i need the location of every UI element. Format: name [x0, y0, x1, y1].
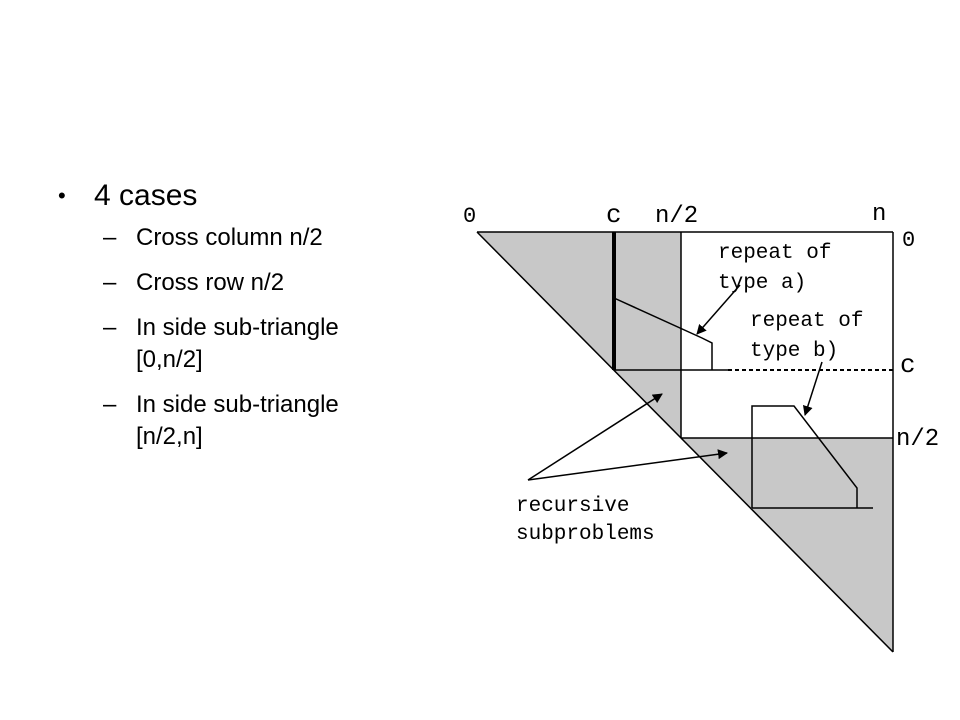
repeat-b-line2: type b)	[750, 340, 838, 363]
label-top-n: n	[872, 201, 886, 228]
arrow-repeat-b	[802, 361, 823, 416]
sub-bullet-1-text: Cross column n/2	[136, 224, 323, 251]
sub-bullet-1: – Cross column n/2	[58, 222, 398, 254]
type-b-path	[751, 405, 858, 508]
dash-icon: –	[103, 391, 117, 418]
arrow-repeat-a	[696, 284, 741, 335]
dash-icon: –	[103, 269, 117, 296]
bullet-main-text: 4 cases	[94, 179, 198, 212]
bullet-list: • 4 cases – Cross column n/2 – Cross row…	[58, 176, 398, 466]
sub-bullet-4: – In side sub-triangle [n/2,n]	[58, 389, 398, 453]
sub-bullet-3-text: In side sub-triangle [0,n/2]	[136, 314, 339, 373]
label-top-0: 0	[463, 204, 476, 229]
recursive-line1: recursive	[516, 495, 629, 518]
sub-bullet-4-text: In side sub-triangle [n/2,n]	[136, 391, 339, 450]
bullet-dot-icon: •	[58, 183, 66, 208]
dash-icon: –	[103, 224, 117, 251]
sub-bullet-3: – In side sub-triangle [0,n/2]	[58, 312, 398, 376]
label-top-n2: n/2	[655, 203, 698, 230]
recursive-line2: subproblems	[516, 523, 655, 546]
label-top-c: c	[606, 200, 622, 230]
label-right-n2: n/2	[896, 426, 939, 453]
sub-bullet-2-text: Cross row n/2	[136, 269, 285, 296]
diagonal-edge	[476, 231, 894, 653]
sub-bullet-2: – Cross row n/2	[58, 267, 398, 299]
label-right-0: 0	[902, 228, 915, 253]
dash-icon: –	[103, 314, 117, 341]
type-a-path	[613, 297, 713, 370]
label-right-c: c	[900, 350, 916, 380]
repeat-b-line1: repeat of	[750, 310, 863, 333]
arrow-recursive-lower	[527, 449, 728, 481]
repeat-a-line1: repeat of	[718, 242, 831, 265]
bullet-main: • 4 cases	[58, 176, 398, 216]
repeat-a-line2: type a)	[718, 272, 806, 295]
arrow-recursive-upper	[527, 393, 663, 481]
